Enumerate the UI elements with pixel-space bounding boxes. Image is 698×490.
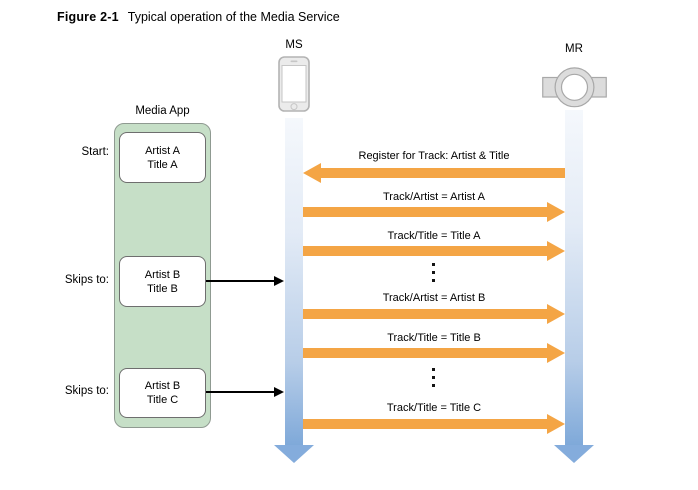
message-text-artist-a: Track/Artist = Artist A [383,191,485,203]
message-arrow-right [303,304,565,324]
timeline-ms [285,118,303,445]
track-title: Title B [147,282,178,295]
skip-arrow-head [274,276,284,286]
lifeline-label-mr: MR [565,43,583,55]
arrow-shaft [303,348,547,358]
arrow-shaft [303,309,547,319]
figure-number: Figure 2-1 [57,10,119,24]
figure-title: Figure 2-1 Typical operation of the Medi… [57,10,340,24]
media-app-title: Media App [135,105,190,117]
track-artist: Artist B [144,268,181,281]
track-title: Title C [146,394,179,406]
arrow-shaft [303,419,547,429]
arrow-shaft [321,168,565,178]
arrow-shaft [303,207,547,217]
timeline-ms-arrowhead [274,445,314,463]
lifeline-label-ms: MS [285,39,303,51]
skip-arrow-line [206,280,276,282]
track-artist: Artist B [144,380,181,392]
track-box-a: Artist A Title A [119,132,206,183]
timeline-mr-arrowhead [554,445,594,463]
message-arrow-right [303,343,565,363]
track-artist: Artist A [145,144,180,157]
media-remote-icon [542,67,607,108]
message-text-register: Register for Track: Artist & Title [358,150,510,162]
timeline-mr [565,110,583,445]
track-box-c: Artist B Title C [119,368,206,418]
arrow-shaft [303,246,547,256]
iphone-icon [278,56,310,112]
row-label-skips-1: Skips to: [64,274,109,286]
ellipsis [432,368,435,387]
arrowhead-right [547,343,565,363]
skip-arrow-line [206,391,276,393]
message-arrow-right [303,241,565,261]
arrowhead-right [547,241,565,261]
message-text-artist-b: Track/Artist = Artist B [382,292,486,304]
message-arrow-right [303,202,565,222]
arrowhead-right [547,414,565,434]
ellipsis [432,263,435,282]
track-box-b: Artist B Title B [119,256,206,307]
message-text-title-a: Track/Title = Title A [387,230,481,242]
arrowhead-left [303,163,321,183]
row-label-start: Start: [81,146,109,158]
message-text-title-b: Track/Title = Title B [387,332,481,344]
arrowhead-right [547,304,565,324]
arrowhead-right [547,202,565,222]
message-arrow-left [303,163,565,183]
message-arrow-right [303,414,565,434]
row-label-skips-2: Skips to: [64,385,109,397]
track-title: Title A [147,158,178,171]
figure-caption: Typical operation of the Media Service [127,10,340,24]
skip-arrow-head [274,387,284,397]
message-text-title-c: Track/Title = Title C [386,402,482,414]
